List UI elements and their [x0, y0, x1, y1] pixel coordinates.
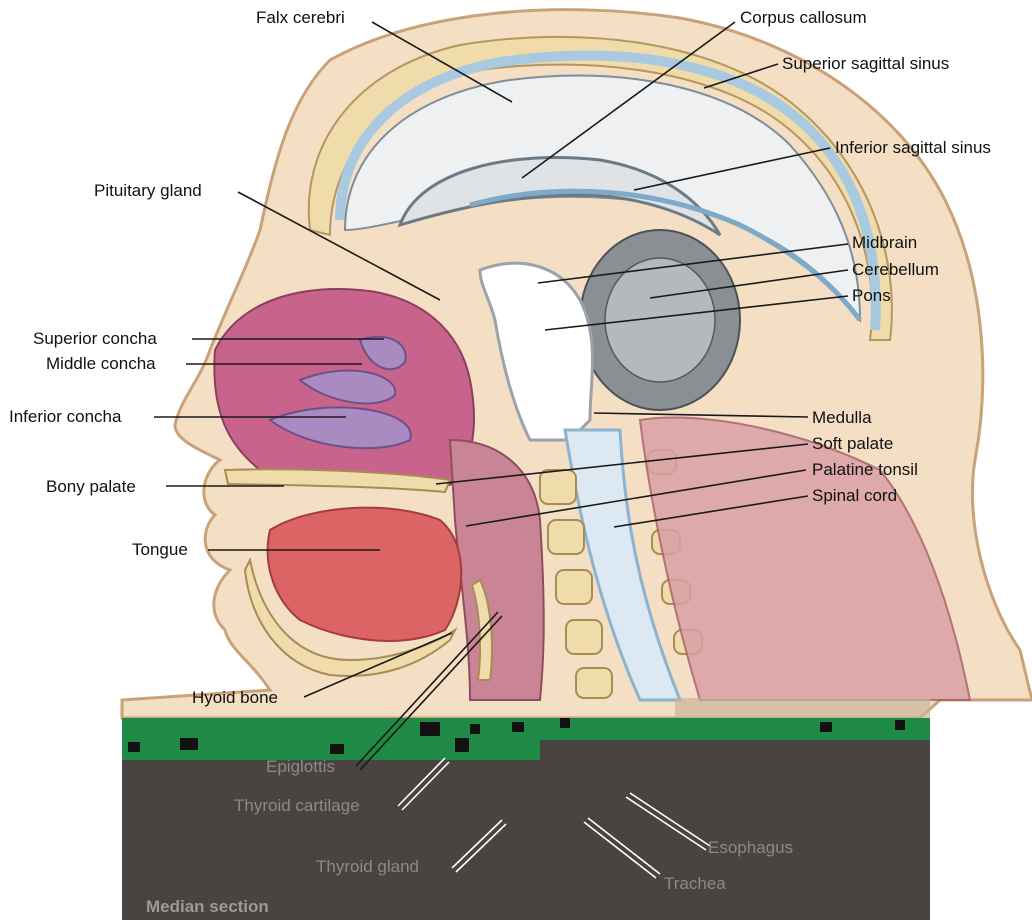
caption: Median section [146, 897, 269, 917]
label-epiglottis: Epiglottis [266, 757, 335, 777]
label-midbrain: Midbrain [852, 233, 917, 253]
label-esophagus: Esophagus [708, 838, 793, 858]
label-thyroid-cartilage: Thyroid cartilage [234, 796, 360, 816]
label-thyroid-gland: Thyroid gland [316, 857, 419, 877]
cerebellum-folia [605, 258, 715, 382]
label-soft-palate: Soft palate [812, 434, 893, 454]
label-inferior-concha: Inferior concha [9, 407, 121, 427]
label-medulla: Medulla [812, 408, 872, 428]
label-middle-concha: Middle concha [46, 354, 156, 374]
label-pons: Pons [852, 286, 891, 306]
label-corpus-callosum: Corpus callosum [740, 8, 867, 28]
overlay-dark [122, 738, 930, 920]
label-falx-cerebri: Falx cerebri [256, 8, 345, 28]
label-inferior-sagittal-sinus: Inferior sagittal sinus [835, 138, 991, 158]
label-hyoid-bone: Hyoid bone [192, 688, 278, 708]
label-tongue: Tongue [132, 540, 188, 560]
label-superior-sagittal-sinus: Superior sagittal sinus [782, 54, 949, 74]
label-cerebellum: Cerebellum [852, 260, 939, 280]
overlay-notch [540, 740, 930, 760]
label-palatine-tonsil: Palatine tonsil [812, 460, 918, 480]
label-bony-palate: Bony palate [46, 477, 136, 497]
label-superior-concha: Superior concha [33, 329, 157, 349]
label-spinal-cord: Spinal cord [812, 486, 897, 506]
label-pituitary-gland: Pituitary gland [94, 181, 202, 201]
label-trachea: Trachea [664, 874, 726, 894]
overlay-blur [675, 698, 930, 718]
